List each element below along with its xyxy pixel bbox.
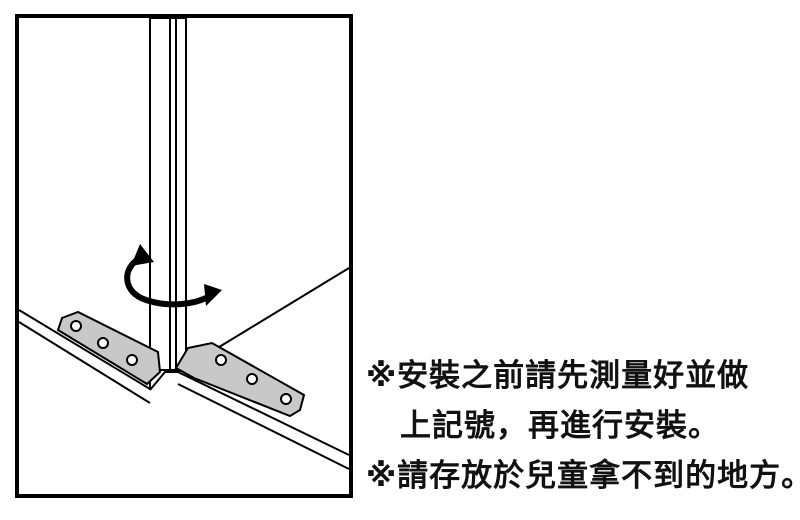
screw-hole (126, 354, 138, 366)
screw-hole (280, 393, 292, 405)
screw-hole (246, 373, 258, 385)
note-measure-mark-cont: 上記號，再進行安裝。 (400, 408, 720, 444)
right-mounting-plate (174, 341, 306, 418)
rotation-arrow-icon (124, 255, 213, 308)
note-child-safety: ※請存放於兒童拿不到的地方。 (366, 458, 800, 494)
arrowhead-right (204, 284, 222, 306)
screw-hole (215, 354, 227, 366)
note-measure-mark: ※安裝之前請先測量好並做 (366, 358, 750, 394)
corner-post (149, 17, 187, 390)
left-mounting-plate (56, 310, 162, 386)
arrowhead-top (131, 244, 154, 266)
screw-hole (97, 337, 109, 349)
screw-hole (70, 320, 82, 332)
